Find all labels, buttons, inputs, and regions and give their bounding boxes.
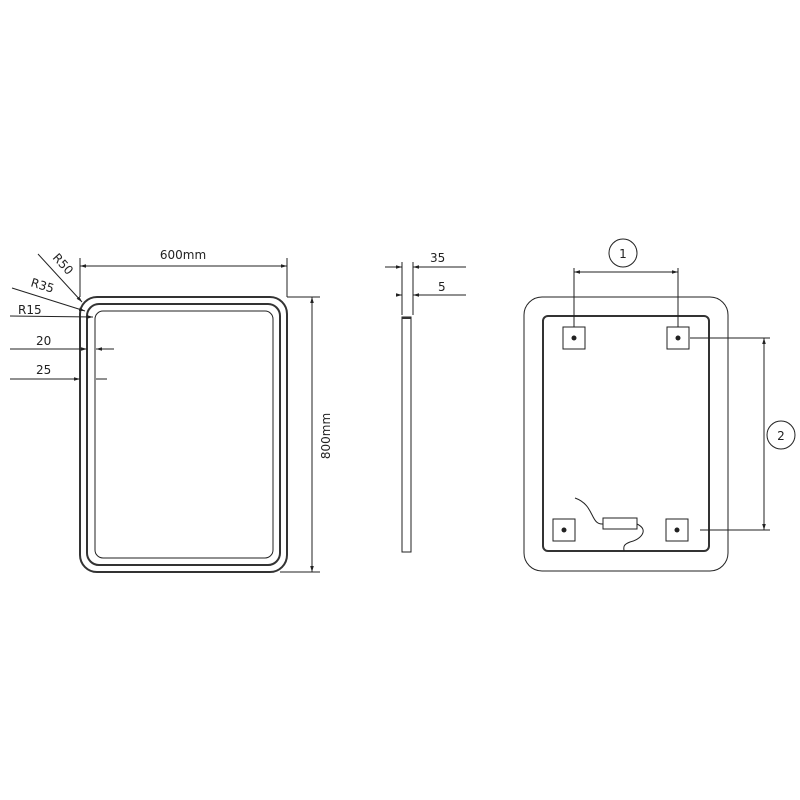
callout-1 [608,238,638,268]
dim-25-label: 25 [36,363,51,377]
callout-1-label: 1 [619,247,627,261]
front-view: 600mm 800mm R50 R35 R15 20 25 [9,248,333,573]
r50-label: R50 [50,251,76,278]
back-view: 1 2 [523,238,796,572]
r35-label: R35 [29,275,56,295]
side-view: 35 5 [385,251,466,553]
mounting-bracket [552,326,690,542]
r15-label: R15 [18,303,42,317]
dim-20-label: 20 [36,334,51,348]
offset-label: 5 [438,280,446,294]
height-label: 800mm [319,413,333,459]
callout-2-label: 2 [777,429,785,443]
callout-2 [766,420,796,450]
led-driver [602,517,638,530]
depth-label: 35 [430,251,445,265]
width-label: 600mm [160,248,206,262]
